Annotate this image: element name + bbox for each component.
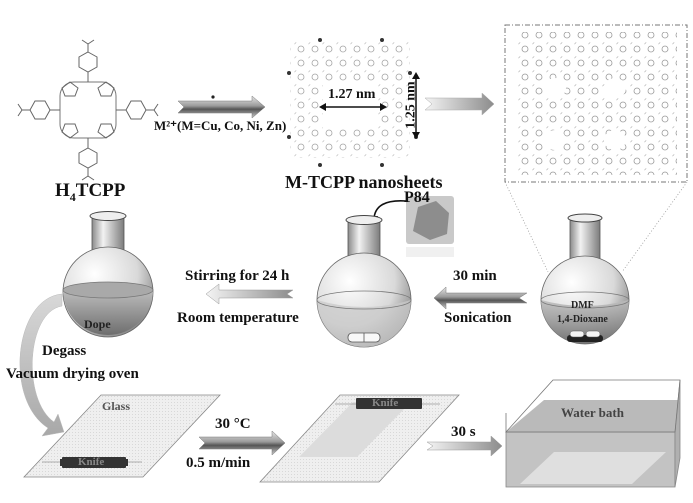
reagent-label: M²⁺(M=Cu, Co, Ni, Zn) xyxy=(154,118,287,133)
vacuum-oven-label: Vacuum drying oven xyxy=(6,366,139,382)
stacked-nanosheets xyxy=(504,24,688,273)
arrow-step1 xyxy=(177,95,266,119)
stirring-label: Stirring for 24 h xyxy=(185,268,290,284)
arrow-degass-curve xyxy=(19,293,65,437)
flask-dope xyxy=(62,211,154,338)
molecule-name: H4TCPP xyxy=(55,180,125,205)
nanosheet-title: M-TCPP nanosheets xyxy=(285,172,443,192)
sonication-label: Sonication xyxy=(444,310,512,326)
molecule-name-suffix: TCPP xyxy=(75,180,126,201)
knife-label-1: Knife xyxy=(78,456,105,468)
arrow-sonication xyxy=(433,286,528,310)
sonication-time: 30 min xyxy=(453,268,497,284)
solvent-line1: DMF xyxy=(571,300,594,311)
catalyst-dot xyxy=(211,95,215,99)
cast-film xyxy=(299,402,411,457)
solvent-line2: 1,4-Dioxane xyxy=(557,314,608,325)
vertical-dimension-label: 1.25 nm xyxy=(403,81,419,129)
arrow-casting xyxy=(198,430,286,456)
immersion-time: 30 s xyxy=(451,424,476,440)
arrow-to-stacked xyxy=(424,92,495,116)
molecule-name-prefix: H xyxy=(55,180,70,201)
knife-2 xyxy=(356,398,422,409)
glass-label: Glass xyxy=(102,399,131,413)
glass-plate-2 xyxy=(259,394,460,483)
polymer-label: P84 xyxy=(404,189,430,206)
water-bath xyxy=(505,379,681,488)
casting-temperature: 30 °C xyxy=(215,416,251,432)
molecule-name-subscript: 4 xyxy=(69,189,76,204)
glass-plate-1 xyxy=(23,394,221,478)
h4tcpp-structure xyxy=(17,39,159,181)
arrow-stirring xyxy=(205,283,294,305)
dope-label: Dope xyxy=(84,317,111,331)
casting-speed: 0.5 m/min xyxy=(186,455,251,471)
arrow-immersion xyxy=(426,435,503,457)
degass-label: Degass xyxy=(42,343,87,359)
nanosheet-structure xyxy=(287,38,420,167)
p84-powder xyxy=(370,196,454,257)
knife-label-2: Knife xyxy=(372,397,399,409)
flask-solvent xyxy=(540,213,630,345)
water-bath-label: Water bath xyxy=(561,405,624,420)
flask-mixing xyxy=(316,215,412,348)
knife-1 xyxy=(62,457,126,468)
horizontal-dimension-label: 1.27 nm xyxy=(328,87,376,102)
room-temperature-label: Room temperature xyxy=(177,310,299,326)
